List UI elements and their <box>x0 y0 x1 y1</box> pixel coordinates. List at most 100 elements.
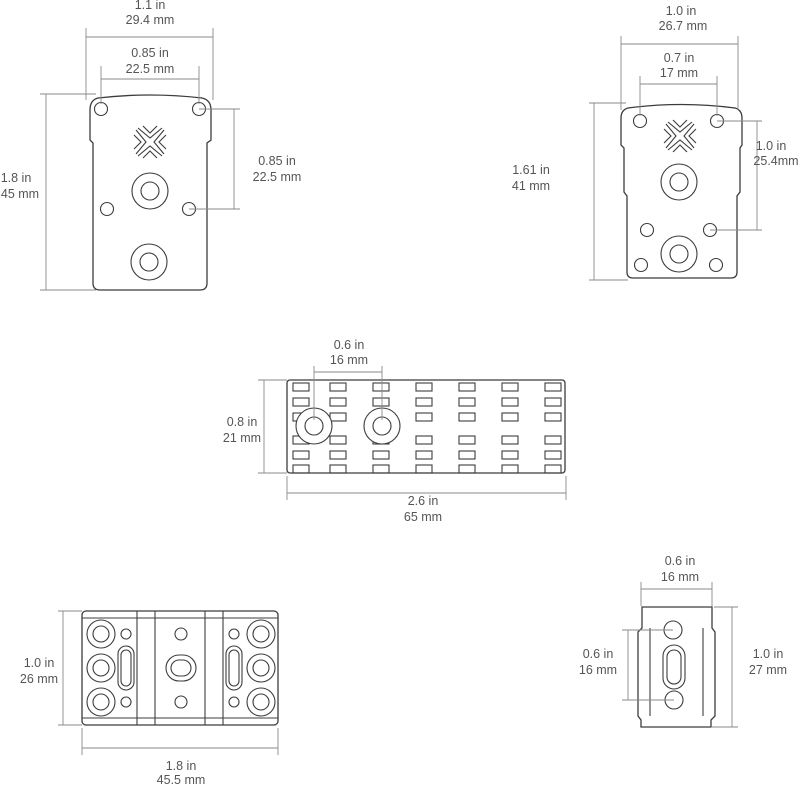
rail-slot <box>415 382 433 392</box>
block-wide-pin-right-bottom <box>228 696 240 708</box>
block-wide-length-in: 1.8 in <box>166 759 197 773</box>
plate-a-side-spacing-in: 0.85 in <box>258 154 296 168</box>
rail-slot <box>501 435 519 445</box>
plate-a-width-mm: 29.4 mm <box>126 13 175 27</box>
rail-slot <box>458 435 476 445</box>
rail-slot <box>458 464 476 474</box>
block-small-width-mm: 16 mm <box>661 570 699 584</box>
block-wide-pin-right-top <box>228 628 240 640</box>
block-wide-left-holes <box>86 619 116 717</box>
block-small-height-in: 1.0 in <box>753 647 784 661</box>
block-wide-slot-right-inner <box>228 649 240 687</box>
rail-slot <box>544 412 562 422</box>
rail-slot <box>292 382 310 392</box>
rail-slot <box>372 382 390 392</box>
rail-slot <box>329 450 347 460</box>
plate-b-hole-bottom-right <box>708 257 724 273</box>
block-small-hole-spacing-in: 0.6 in <box>583 647 614 661</box>
block-small-view: 0.6 in 16 mm 0.6 in 16 mm 1.0 in 27 mm <box>579 554 787 728</box>
rail-slot <box>501 412 519 422</box>
rail-slot <box>501 382 519 392</box>
plate-b-hole-spacing-mm: 17 mm <box>660 66 698 80</box>
plate-b-side-spacing-in: 1.0 in <box>756 139 787 153</box>
rail-slot <box>415 412 433 422</box>
plate-a-side-spacing-mm: 22.5 mm <box>253 170 302 184</box>
plate-b-boss-lower-hole <box>669 244 689 264</box>
rail-height-in: 0.8 in <box>227 415 258 429</box>
plate-a-boss-upper-hole <box>140 181 160 201</box>
block-wide-height-mm: 26 mm <box>20 672 58 686</box>
rail-slot <box>415 435 433 445</box>
rail-slot <box>544 450 562 460</box>
block-small-slot-inner <box>666 649 682 685</box>
block-wide-slot-left-inner <box>120 649 132 687</box>
plate-b-side-spacing-mm: 25.4mm <box>753 154 798 168</box>
rail-length-mm: 65 mm <box>404 510 442 524</box>
block-wide-counterbore-hole <box>92 693 110 711</box>
rail-slot <box>544 464 562 474</box>
block-wide-pin-left-bottom <box>120 696 132 708</box>
block-wide-counterbore-hole <box>252 659 270 677</box>
rail-slot <box>544 435 562 445</box>
plate-a-view: 1.1 in 29.4 mm 0.85 in 22.5 mm 1.8 in 45… <box>1 0 302 291</box>
plate-a-height-mm: 45 mm <box>1 187 39 201</box>
rail-height-mm: 21 mm <box>223 431 261 445</box>
rail-slot <box>415 450 433 460</box>
plate-a-hole-spacing-in: 0.85 in <box>131 46 169 60</box>
block-small-hole-spacing-mm: 16 mm <box>579 663 617 677</box>
rail-slot <box>458 397 476 407</box>
rail-slot <box>292 450 310 460</box>
plate-b-height-in: 1.61 in <box>512 163 550 177</box>
block-wide-right-holes <box>246 619 276 717</box>
block-wide-height-in: 1.0 in <box>24 656 55 670</box>
plate-b-width-mm: 26.7 mm <box>659 19 708 33</box>
block-wide-counterbore-hole <box>92 625 110 643</box>
plate-b-width-in: 1.0 in <box>666 4 697 18</box>
rail-slot <box>544 397 562 407</box>
plate-a-width-in: 1.1 in <box>135 0 166 12</box>
block-wide-slot-center-inner <box>170 659 192 677</box>
plate-a-height-in: 1.8 in <box>1 171 32 185</box>
block-small-height-mm: 27 mm <box>749 663 787 677</box>
plate-b-boss-upper-hole <box>669 172 689 192</box>
plate-a-hole-spacing-mm: 22.5 mm <box>126 62 175 76</box>
block-wide-pin-left-top <box>120 628 132 640</box>
rail-slot <box>415 397 433 407</box>
plate-a-hole-top-left <box>93 101 109 117</box>
plate-b-height-mm: 41 mm <box>512 179 550 193</box>
rail-slot <box>458 382 476 392</box>
rail-length-in: 2.6 in <box>408 494 439 508</box>
block-wide-counterbore-hole <box>92 659 110 677</box>
block-wide-pin-center-top <box>174 627 188 641</box>
rail-slot <box>292 464 310 474</box>
plate-a-hole-mid-left <box>99 201 115 217</box>
rail-slot <box>501 464 519 474</box>
plate-b-hole-spacing-in: 0.7 in <box>664 51 695 65</box>
rail-slot <box>458 450 476 460</box>
rail-slot <box>329 397 347 407</box>
block-wide-counterbore-hole <box>252 625 270 643</box>
block-wide-length-mm: 45.5 mm <box>157 773 206 785</box>
rail-slot <box>415 464 433 474</box>
plate-a-boss-lower-hole <box>139 252 159 272</box>
plate-b-hole-bottom-left <box>633 257 649 273</box>
rail-slot <box>329 435 347 445</box>
rail-slot <box>458 412 476 422</box>
block-wide-view: 1.0 in 26 mm 1.8 in 45.5 mm <box>20 610 279 785</box>
rail-slot <box>372 464 390 474</box>
rail-slot <box>292 397 310 407</box>
rail-slot <box>501 450 519 460</box>
plate-b-hole-mid-left <box>639 222 655 238</box>
rail-slot <box>372 397 390 407</box>
rail-hole-spacing-in: 0.6 in <box>334 338 365 352</box>
plate-b-view: 1.0 in 26.7 mm 0.7 in 17 mm 1.61 in 41 m… <box>512 4 799 281</box>
rail-hole-spacing-mm: 16 mm <box>330 353 368 367</box>
block-small-width-in: 0.6 in <box>665 554 696 568</box>
block-wide-pin-center-bottom <box>174 695 188 709</box>
rail-slot <box>329 382 347 392</box>
rail-view: 0.6 in 16 mm 0.8 in 21 mm 2.6 in 65 mm <box>223 338 567 524</box>
rail-slot <box>544 382 562 392</box>
block-wide-counterbore-hole <box>252 693 270 711</box>
plate-b-hole-top-left <box>632 113 648 129</box>
